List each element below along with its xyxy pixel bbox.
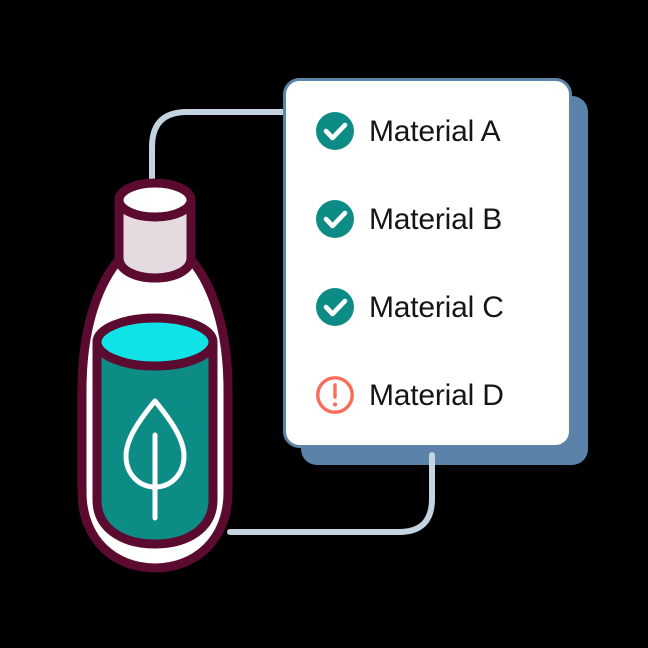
bottle-illustration [77, 178, 233, 573]
status-icon-material-a[interactable] [316, 112, 354, 150]
list-item-label-material-d: Material D [369, 379, 504, 412]
leaf-icon [123, 398, 187, 521]
status-icon-material-c[interactable] [316, 288, 354, 326]
bottle-cap-band [114, 195, 196, 283]
materials-card[interactable] [283, 78, 572, 448]
list-item-label-material-b: Material B [369, 203, 503, 236]
list-item-label-material-c: Material C [369, 291, 504, 324]
list-item-label-material-a: Material A [369, 115, 501, 148]
top-connector-line [149, 109, 295, 188]
bottle-cap-top [114, 178, 196, 222]
bottom-connector-line [227, 452, 435, 535]
status-icon-material-d[interactable] [316, 376, 354, 414]
status-icon-material-b[interactable] [316, 200, 354, 238]
bottle-liquid-surface [92, 313, 218, 371]
